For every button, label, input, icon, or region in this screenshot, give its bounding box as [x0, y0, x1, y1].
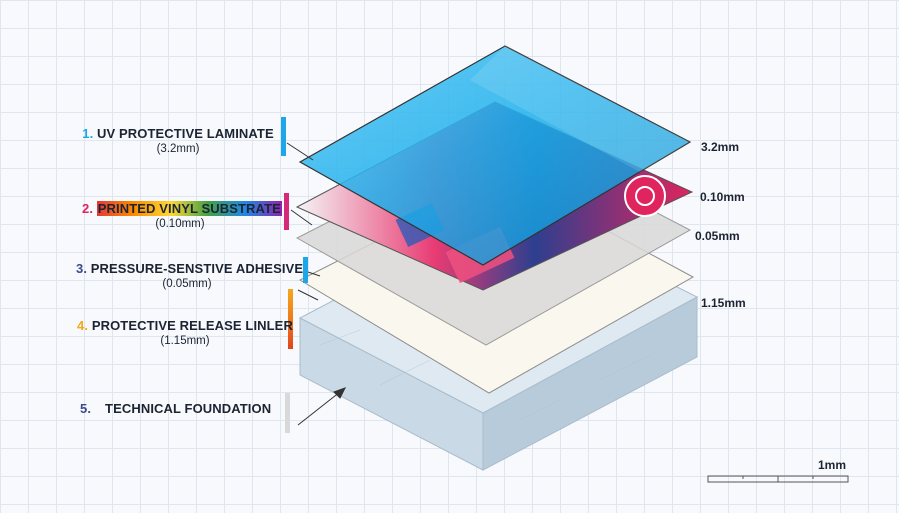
layer-1-thickness: (3.2mm): [156, 143, 200, 155]
layer-4-label: 4. PROTECTIVE RELEASE LINLER (1.15mm): [76, 318, 294, 347]
leader-line-2: [290, 209, 313, 226]
layer-4-number: 4.: [77, 318, 89, 333]
layer-3-number: 3.: [76, 261, 88, 276]
leader-line-1: [286, 142, 314, 161]
layer-2-label: 2. PRINTED VINYL SUBSTRATE (0.10mm): [82, 201, 282, 230]
layer-1-title: UV PROTECTIVE LAMINATE: [97, 126, 274, 141]
layer-3-color-bar: [303, 257, 308, 283]
leader-arrowhead: [333, 387, 347, 399]
layer-5-title: TECHNICAL FOUNDATION: [105, 401, 272, 416]
layer-5-number: 5.: [80, 401, 92, 416]
layer-5-label: 5. TECHNICAL FOUNDATION: [80, 401, 276, 416]
layer-4-title: PROTECTIVE RELEASE LINLER: [91, 318, 293, 333]
scale-bar-label: 1mm: [818, 458, 847, 472]
layer-4-thickness: (1.15mm): [160, 335, 210, 347]
layer-1-number: 1.: [82, 126, 94, 141]
measure-adhesive: 0.05mm: [695, 229, 740, 243]
layer-1-label: 1. UV PROTECTIVE LAMINATE (3.2mm): [80, 126, 276, 155]
foundation-texture: [319, 329, 651, 421]
layer-4-color-bar: [288, 289, 293, 349]
scale-bar: [707, 475, 849, 483]
layer-2-color-bar: [284, 193, 289, 230]
print-target-graphic: [624, 175, 666, 217]
print-target-inner: [635, 186, 655, 206]
measure-liner: 1.15mm: [701, 296, 746, 310]
leader-lines: [286, 142, 347, 426]
laminate-highlight: [470, 46, 690, 172]
layer-5-color-bar: [285, 393, 290, 433]
layer-3-title: PRESSURE-SENSTIVE ADHESIVE: [90, 261, 304, 276]
layer-1-color-bar: [281, 117, 286, 156]
layer-2-number: 2.: [82, 201, 94, 216]
layer-3-label: 3. PRESSURE-SENSTIVE ADHESIVE (0.05mm): [76, 261, 303, 290]
measure-vinyl: 0.10mm: [700, 190, 745, 204]
layer-2-title: PRINTED VINYL SUBSTRATE: [96, 201, 282, 216]
leader-line-3: [307, 271, 321, 277]
uv-laminate-sheet: [298, 45, 692, 266]
layer-2-thickness: (0.10mm): [155, 218, 205, 230]
layer-3-thickness: (0.05mm): [162, 278, 212, 290]
measure-laminate: 3.2mm: [701, 140, 740, 154]
leader-line-4: [297, 289, 319, 301]
